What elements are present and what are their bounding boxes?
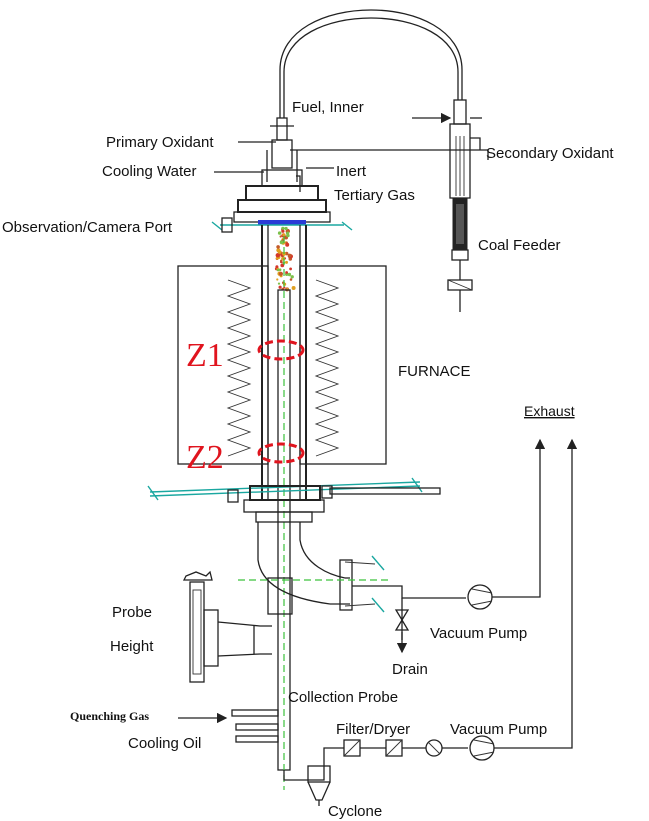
quench-lines bbox=[178, 709, 279, 743]
cyclone-symbol bbox=[307, 765, 331, 806]
label-vacuum-pump-2: Vacuum Pump bbox=[450, 721, 547, 738]
coal-particle bbox=[275, 253, 280, 258]
label-zone2: Z2 bbox=[186, 439, 224, 476]
label-primary-oxidant: Primary Oxidant bbox=[106, 134, 214, 151]
coal-particle bbox=[287, 253, 292, 258]
leader-lines bbox=[214, 141, 489, 192]
bottom-flange bbox=[147, 477, 441, 523]
coal-feed-tube bbox=[279, 9, 463, 118]
viewing-window bbox=[258, 220, 306, 225]
coal-particles bbox=[274, 226, 296, 292]
filter-line bbox=[308, 438, 578, 781]
coal-particle bbox=[278, 271, 283, 276]
coal-particle bbox=[278, 268, 282, 272]
label-height: Height bbox=[110, 638, 154, 655]
coal-particle bbox=[280, 259, 283, 262]
coal-particle bbox=[277, 282, 281, 285]
label-exhaust: Exhaust bbox=[524, 403, 575, 419]
probe-height-fixture bbox=[182, 570, 272, 683]
coal-particle bbox=[281, 229, 285, 233]
label-vacuum-pump-1: Vacuum Pump bbox=[430, 625, 527, 642]
vacuum-pump-2-symbol bbox=[469, 735, 495, 761]
zone1-marker bbox=[257, 339, 305, 361]
coal-particle bbox=[290, 275, 294, 279]
label-zone1: Z1 bbox=[186, 337, 224, 374]
coal-particle bbox=[275, 265, 279, 269]
label-cooling-oil: Cooling Oil bbox=[128, 735, 201, 752]
burner-assembly bbox=[211, 117, 353, 233]
coal-particle bbox=[279, 235, 282, 238]
coal-particle bbox=[286, 231, 290, 235]
label-fuel-inner: Fuel, Inner bbox=[292, 99, 364, 116]
furnace bbox=[177, 265, 387, 465]
label-quenching-gas: Quenching Gas bbox=[70, 709, 149, 723]
label-inert: Inert bbox=[336, 163, 367, 180]
exhaust-line bbox=[352, 438, 546, 654]
coal-particle bbox=[291, 286, 296, 290]
label-collection-probe: Collection Probe bbox=[288, 689, 398, 706]
coal-particle bbox=[289, 278, 293, 281]
coal-particle bbox=[275, 256, 279, 260]
coal-particle bbox=[277, 250, 282, 254]
exhaust-elbow bbox=[238, 522, 388, 615]
coal-particle bbox=[287, 272, 292, 277]
coal-particle bbox=[282, 233, 286, 237]
coal-particle bbox=[285, 242, 290, 247]
coal-particle bbox=[289, 267, 292, 271]
label-coal-feeder: Coal Feeder bbox=[478, 237, 561, 254]
coal-particle bbox=[279, 240, 284, 245]
coal-particle bbox=[281, 226, 285, 231]
label-probe: Probe bbox=[112, 604, 152, 621]
label-secondary-oxidant: Secondary Oxidant bbox=[486, 145, 614, 162]
collection-probe-body bbox=[277, 236, 308, 790]
coal-feeder-unit bbox=[412, 99, 482, 312]
coal-particle bbox=[278, 285, 282, 289]
vacuum-pump-1-symbol bbox=[467, 584, 493, 610]
coal-particle bbox=[286, 233, 290, 238]
coal-particle bbox=[284, 226, 288, 231]
label-furnace: FURNACE bbox=[398, 363, 471, 380]
coal-particle bbox=[280, 263, 285, 268]
coal-particle bbox=[276, 268, 280, 272]
label-cooling-water: Cooling Water bbox=[102, 163, 196, 180]
coal-particle bbox=[285, 271, 288, 274]
label-observation-port: Observation/Camera Port bbox=[2, 219, 173, 236]
coal-particle bbox=[285, 260, 288, 264]
coal-particle bbox=[276, 245, 280, 249]
label-drain: Drain bbox=[392, 661, 428, 678]
label-filter-dryer: Filter/Dryer bbox=[336, 721, 410, 738]
label-tertiary-gas: Tertiary Gas bbox=[334, 187, 415, 204]
label-cyclone: Cyclone bbox=[328, 803, 382, 820]
coal-particle bbox=[276, 278, 279, 281]
zone2-marker bbox=[257, 442, 305, 464]
coal-particle bbox=[278, 231, 282, 235]
